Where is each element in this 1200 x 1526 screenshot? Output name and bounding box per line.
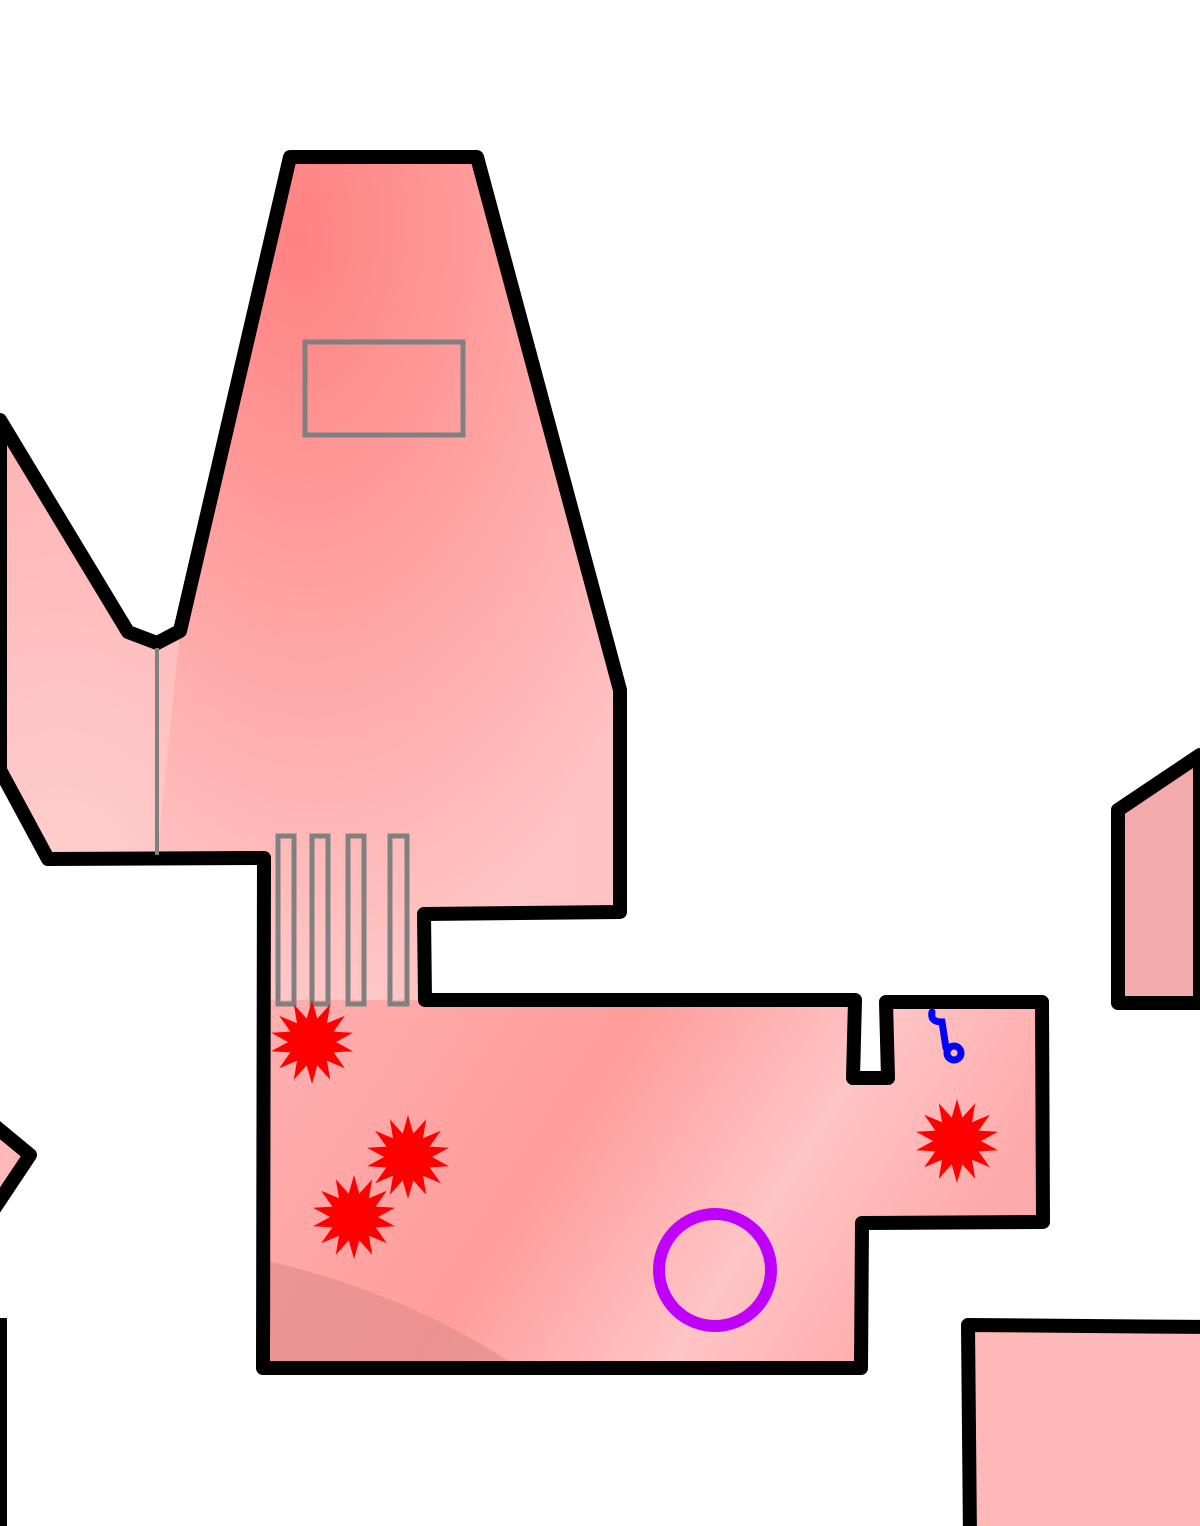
side-room-bottom-right — [961, 1318, 1200, 1526]
wrench-icon[interactable] — [928, 1008, 965, 1064]
fixture-bar — [309, 833, 331, 1007]
fixture-bar — [387, 833, 410, 1007]
explosion-star-icon — [367, 1115, 449, 1199]
side-room-right — [1111, 748, 1200, 1010]
goal-ring-icon[interactable] — [653, 1208, 777, 1332]
side-room-left — [0, 1121, 37, 1526]
fixture-table — [302, 339, 466, 438]
fixture-bars — [275, 833, 410, 1007]
explosion-star-icon — [313, 1175, 395, 1259]
explosion-star-icon — [916, 1099, 998, 1183]
fixture-bar — [275, 833, 297, 1007]
explosion-star-icon — [271, 1000, 353, 1084]
hazards — [271, 1000, 998, 1259]
fixture-bar — [345, 833, 367, 1007]
